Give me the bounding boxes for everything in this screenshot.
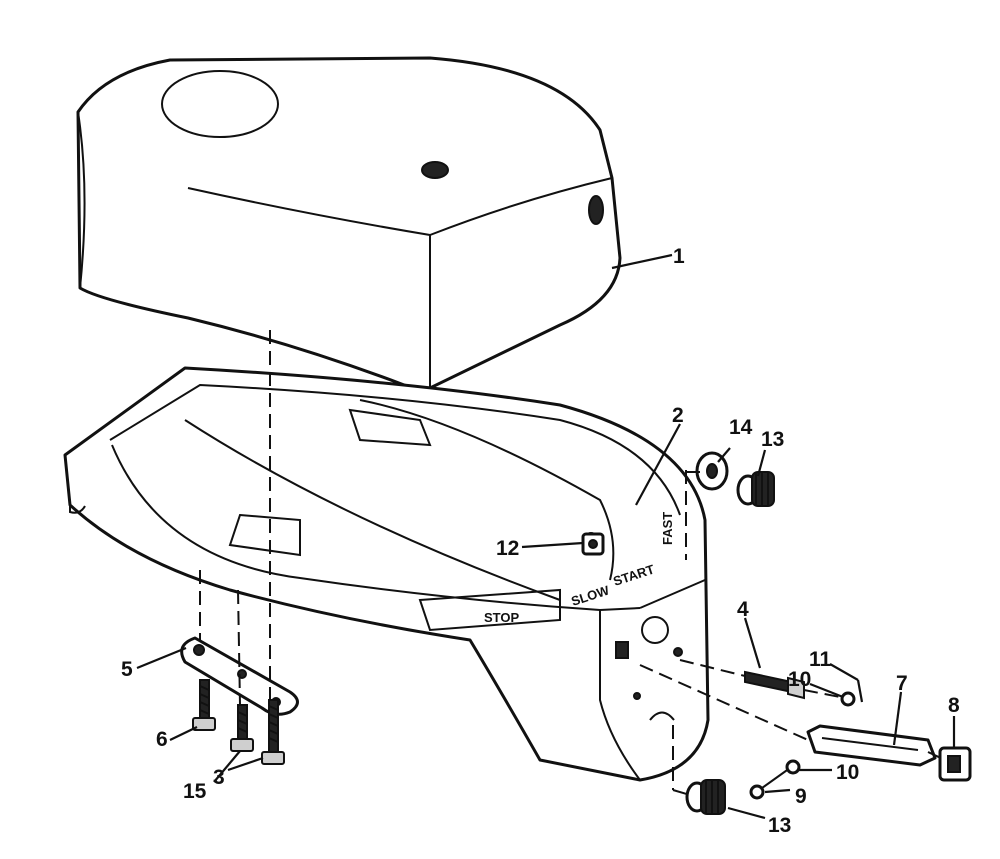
leader-lines [136,253,956,820]
cover-screw-hole [421,161,449,179]
callout-10b: 10 [836,761,859,784]
pin-11 [856,679,864,703]
callout-numbers: 1 2 3 4 5 6 7 8 9 10 10 11 12 13 13 14 1… [121,245,960,837]
alignment-lines [199,330,946,796]
lower-base: STOP SLOW START FAST [63,366,710,782]
clip-8 [938,746,972,782]
callout-3: 3 [213,766,225,789]
callout-12: 12 [496,537,519,560]
nut-12 [581,532,605,556]
callout-7: 7 [896,672,908,695]
panel-label-fast: FAST [660,512,675,545]
speed-dial [641,616,669,644]
callout-11: 11 [809,648,832,671]
knob-13a [736,471,775,507]
callout-2: 2 [672,404,684,427]
top-cover [76,56,622,390]
callout-9: 9 [795,785,807,808]
cover-opening [161,70,279,138]
washer-10b [785,759,801,775]
callout-4: 4 [737,598,749,621]
lever-7 [806,724,937,767]
cover-side-hole [588,195,604,225]
callout-1: 1 [673,245,685,268]
knob-13b [685,779,726,815]
screw-15 [230,704,254,752]
callout-10a: 10 [788,668,811,691]
callout-8: 8 [948,694,960,717]
callout-13b: 13 [768,814,791,837]
washer-10a [840,691,856,707]
pin-9 [749,767,791,800]
panel-label-stop: STOP [484,610,519,625]
grommet-14 [695,451,729,491]
callout-14: 14 [729,416,753,439]
callout-15: 15 [183,780,207,803]
bolt-4 [744,670,805,700]
callout-6: 6 [156,728,168,751]
base-switch [615,641,629,659]
callout-13a: 13 [761,428,784,451]
screw-6 [192,679,216,731]
callout-5: 5 [121,658,133,681]
